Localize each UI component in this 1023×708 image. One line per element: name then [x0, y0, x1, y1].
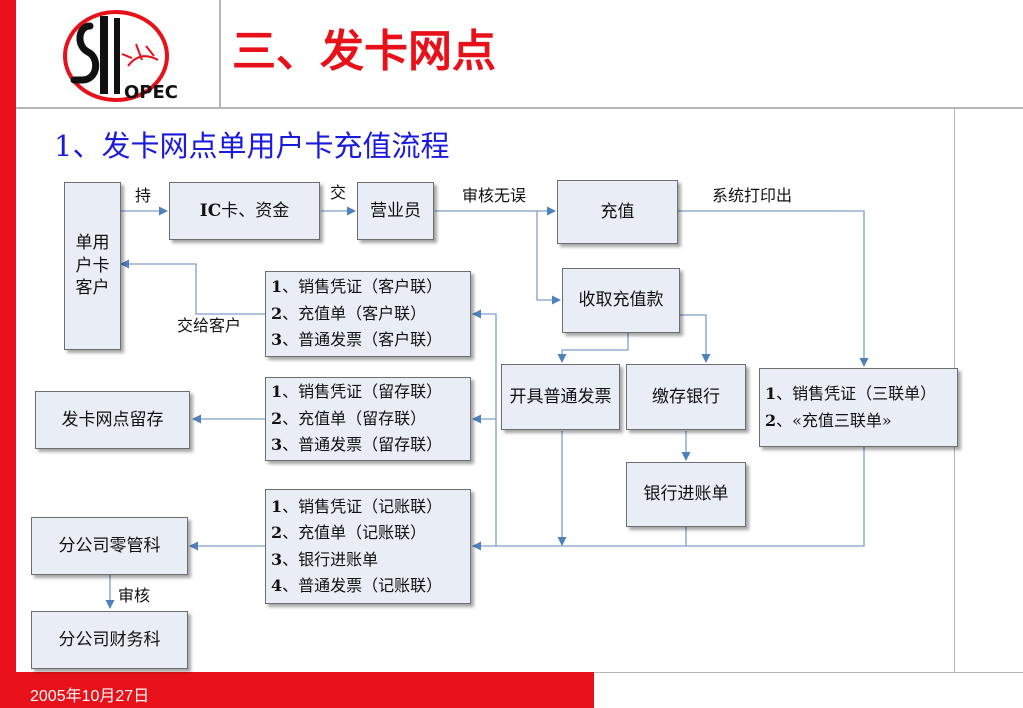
- footer-red-bar: [16, 672, 594, 708]
- collect-label: 收取充值款: [578, 290, 664, 311]
- customer-label: 单用户卡客户: [75, 232, 110, 299]
- customer-copy-item: 1、销售凭证（客户联）: [271, 277, 443, 297]
- branch-retail-box: 分公司零管科: [31, 517, 188, 575]
- customer-box: 单用户卡客户: [64, 182, 121, 350]
- account-copy-item: 3、银行进账单: [271, 549, 379, 569]
- label-hand-over: 交: [330, 183, 347, 202]
- account-copy-item: 2、充值单（记账联）: [271, 523, 427, 543]
- page-title: 三、发卡网点: [232, 26, 496, 77]
- label-give-customer: 交给客户: [177, 316, 242, 335]
- arrow-to-account-copy: [472, 447, 865, 551]
- invoice-label: 开具普通发票: [509, 386, 612, 407]
- bank-deposit-label: 缴存银行: [652, 386, 720, 407]
- retain-copy-item: 1、销售凭证（留存联）: [271, 382, 443, 402]
- customer-copy-item: 3、普通发票（客户联）: [271, 330, 443, 350]
- recharge-box: 充值: [557, 180, 678, 244]
- account-copy-item: 1、销售凭证（记账联）: [271, 496, 443, 516]
- label-verified: 审核无误: [462, 186, 527, 205]
- bank-slip-box: 银行进账单: [626, 462, 746, 527]
- recharge-label: 充值: [600, 201, 635, 222]
- retain-copy-box: 1、销售凭证（留存联） 2、充值单（留存联） 3、普通发票（留存联）: [265, 377, 471, 461]
- arrow-collect-to-invoice: [557, 333, 629, 363]
- bank-slip-label: 银行进账单: [643, 484, 729, 505]
- branch-retail-label: 分公司零管科: [58, 535, 161, 556]
- left-red-bar: [0, 0, 16, 708]
- branch-finance-label: 分公司财务科: [58, 629, 161, 650]
- account-copy-box: 1、销售凭证（记账联） 2、充值单（记账联） 3、银行进账单 4、普通发票（记账…: [265, 489, 471, 604]
- ic-card-rest: 卡、资金: [221, 200, 290, 221]
- branch-finance-box: 分公司财务科: [31, 611, 188, 669]
- logo-divider: [219, 0, 221, 108]
- footer-date: 2005年10月27日: [30, 688, 150, 705]
- customer-copy-box: 1、销售凭证（客户联） 2、充值单（客户联） 3、普通发票（客户联）: [265, 271, 471, 357]
- arrow-to-collect: [536, 211, 561, 305]
- print-list-box: 1、销售凭证（三联单） 2、«充值三联单»: [759, 368, 958, 447]
- retain-copy-item: 3、普通发票（留存联）: [271, 435, 443, 455]
- label-audit: 审核: [118, 586, 151, 605]
- invoice-box: 开具普通发票: [501, 364, 620, 430]
- clerk-box: 营业员: [357, 182, 434, 240]
- arrow-collect-to-bank: [680, 314, 711, 363]
- collect-box: 收取充值款: [562, 268, 680, 333]
- label-system-print: 系统打印出: [712, 186, 793, 205]
- customer-copy-item: 2、充值单（客户联）: [271, 303, 427, 323]
- arrow-to-customer-copy: [472, 309, 497, 546]
- clerk-label: 营业员: [370, 200, 421, 221]
- account-copy-item: 4、普通发票（记账联）: [271, 575, 443, 595]
- footer-divider: [594, 672, 1023, 673]
- svg-text:OPEC: OPEC: [124, 82, 178, 103]
- label-hold: 持: [135, 186, 152, 205]
- retain-copy-item: 2、充值单（留存联）: [271, 408, 427, 428]
- outlet-retain-box: 发卡网点留存: [35, 391, 190, 449]
- outlet-retain-label: 发卡网点留存: [61, 409, 164, 430]
- ic-card-bold: IC: [199, 200, 222, 221]
- arrow-give-customer: [120, 259, 265, 315]
- header-divider: [16, 107, 1023, 109]
- print-item: 2、«充值三联单»: [765, 410, 892, 430]
- print-item: 1、销售凭证（三联单）: [765, 384, 937, 404]
- arrow-recharge-to-print: [678, 210, 869, 367]
- section-subtitle: 1、发卡网点单用户卡充值流程: [54, 129, 450, 163]
- ic-card-box: IC卡、资金: [169, 182, 320, 240]
- bank-deposit-box: 缴存银行: [626, 364, 746, 430]
- sinopec-logo: OPEC: [63, 10, 178, 103]
